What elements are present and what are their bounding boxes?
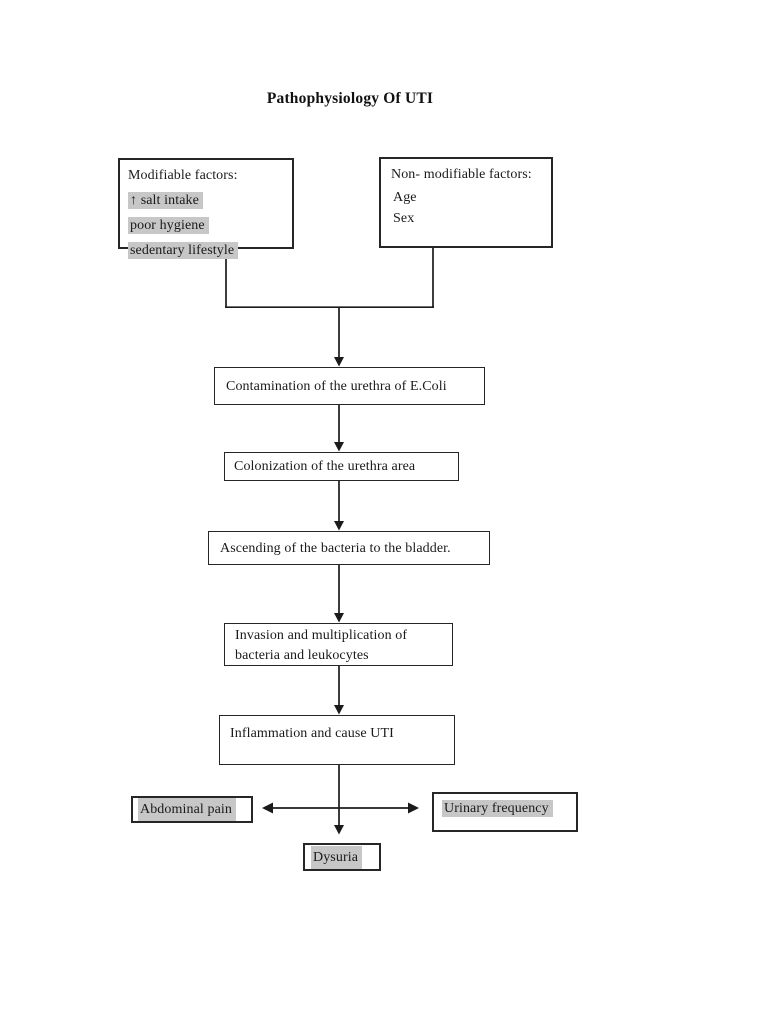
highlighted-text: sedentary lifestyle [128, 242, 239, 259]
arrowhead-to-invasion [334, 613, 344, 623]
dysuria-label: Dysuria [311, 845, 363, 869]
abdominal-pain-box: Abdominal pain [131, 796, 253, 823]
diagram-title: Pathophysiology Of UTI [266, 90, 434, 107]
factor-line: ↑ salt intake [128, 190, 284, 211]
non-modifiable-factors-heading: Non- modifiable factors: [391, 167, 532, 182]
arrowhead-to-dysuria [334, 825, 344, 835]
urinary-frequency-box: Urinary frequency [432, 792, 578, 832]
ascending-label: Ascending of the bacteria to the bladder… [220, 540, 451, 556]
contamination-box: Contamination of the urethra of E.Coli [214, 367, 485, 405]
dysuria-box: Dysuria [303, 843, 381, 871]
non-modifiable-factors-box: Non- modifiable factors: Age Sex [379, 157, 553, 248]
modifiable-factors-box: Modifiable factors: ↑ salt intake poor h… [118, 158, 294, 259]
abdominal-pain-label: Abdominal pain [138, 798, 236, 821]
invasion-box: Invasion and multiplication of bacteria … [224, 623, 453, 666]
contamination-label: Contamination of the urethra of E.Coli [226, 378, 447, 394]
modifiable-factors-heading: Modifiable factors: [128, 168, 238, 183]
arrowhead-to-abdominal-pain [262, 802, 273, 814]
colonization-box: Colonization of the urethra area [224, 452, 459, 481]
factor-line: Age [393, 190, 417, 205]
factor-line: sedentary lifestyle [128, 240, 284, 261]
highlighted-text: ↑ salt intake [128, 192, 203, 209]
arrowhead-to-colonization [334, 442, 344, 452]
arrowhead-to-contamination [334, 357, 344, 367]
ascending-box: Ascending of the bacteria to the bladder… [208, 531, 490, 565]
arrowhead-to-ascending [334, 521, 344, 531]
colonization-label: Colonization of the urethra area [234, 459, 416, 474]
urinary-frequency-label: Urinary frequency [442, 800, 553, 817]
arrowhead-to-inflammation [334, 705, 344, 715]
arrowhead-to-urinary-frequency [408, 802, 419, 814]
invasion-label: Invasion and multiplication of bacteria … [235, 628, 408, 663]
inflammation-label: Inflammation and cause UTI [230, 726, 394, 741]
inflammation-box: Inflammation and cause UTI [219, 715, 455, 765]
highlighted-text: poor hygiene [128, 217, 209, 234]
factor-line: poor hygiene [128, 215, 284, 236]
factor-line: Sex [393, 211, 415, 226]
